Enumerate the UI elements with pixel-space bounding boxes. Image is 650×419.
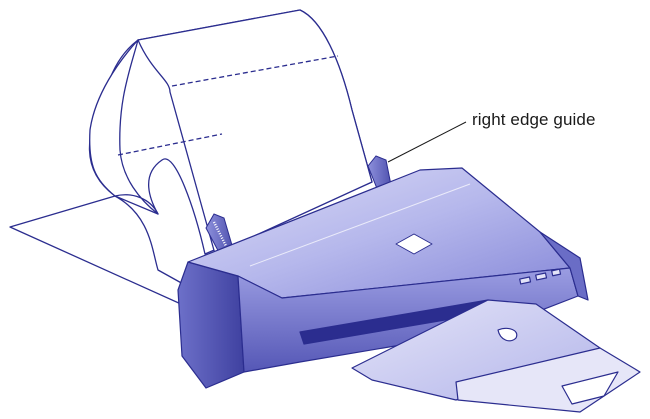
paper-sheet — [9, 9, 373, 319]
paper-perforation-upper — [171, 55, 339, 87]
paper-curl-front — [89, 39, 159, 215]
output-tray-notch — [497, 327, 518, 342]
control-button — [535, 272, 548, 281]
control-button — [519, 276, 532, 285]
printer-body — [177, 167, 589, 389]
right-edge-guide-label: right edge guide — [472, 110, 596, 129]
paper-flat-section — [9, 195, 213, 319]
brand-logo-diamond — [395, 233, 433, 255]
paper-upright-section — [137, 9, 373, 255]
callout-leader-line — [387, 121, 467, 163]
output-tray — [351, 299, 641, 413]
left-edge-guide-grip — [212, 221, 228, 247]
output-tray-window — [561, 371, 619, 405]
paper-perforation-lower — [117, 133, 223, 156]
printer-cover-groove — [249, 183, 471, 267]
printer-left-side — [177, 261, 245, 389]
printer-right-side — [539, 231, 589, 301]
control-button — [551, 268, 562, 277]
